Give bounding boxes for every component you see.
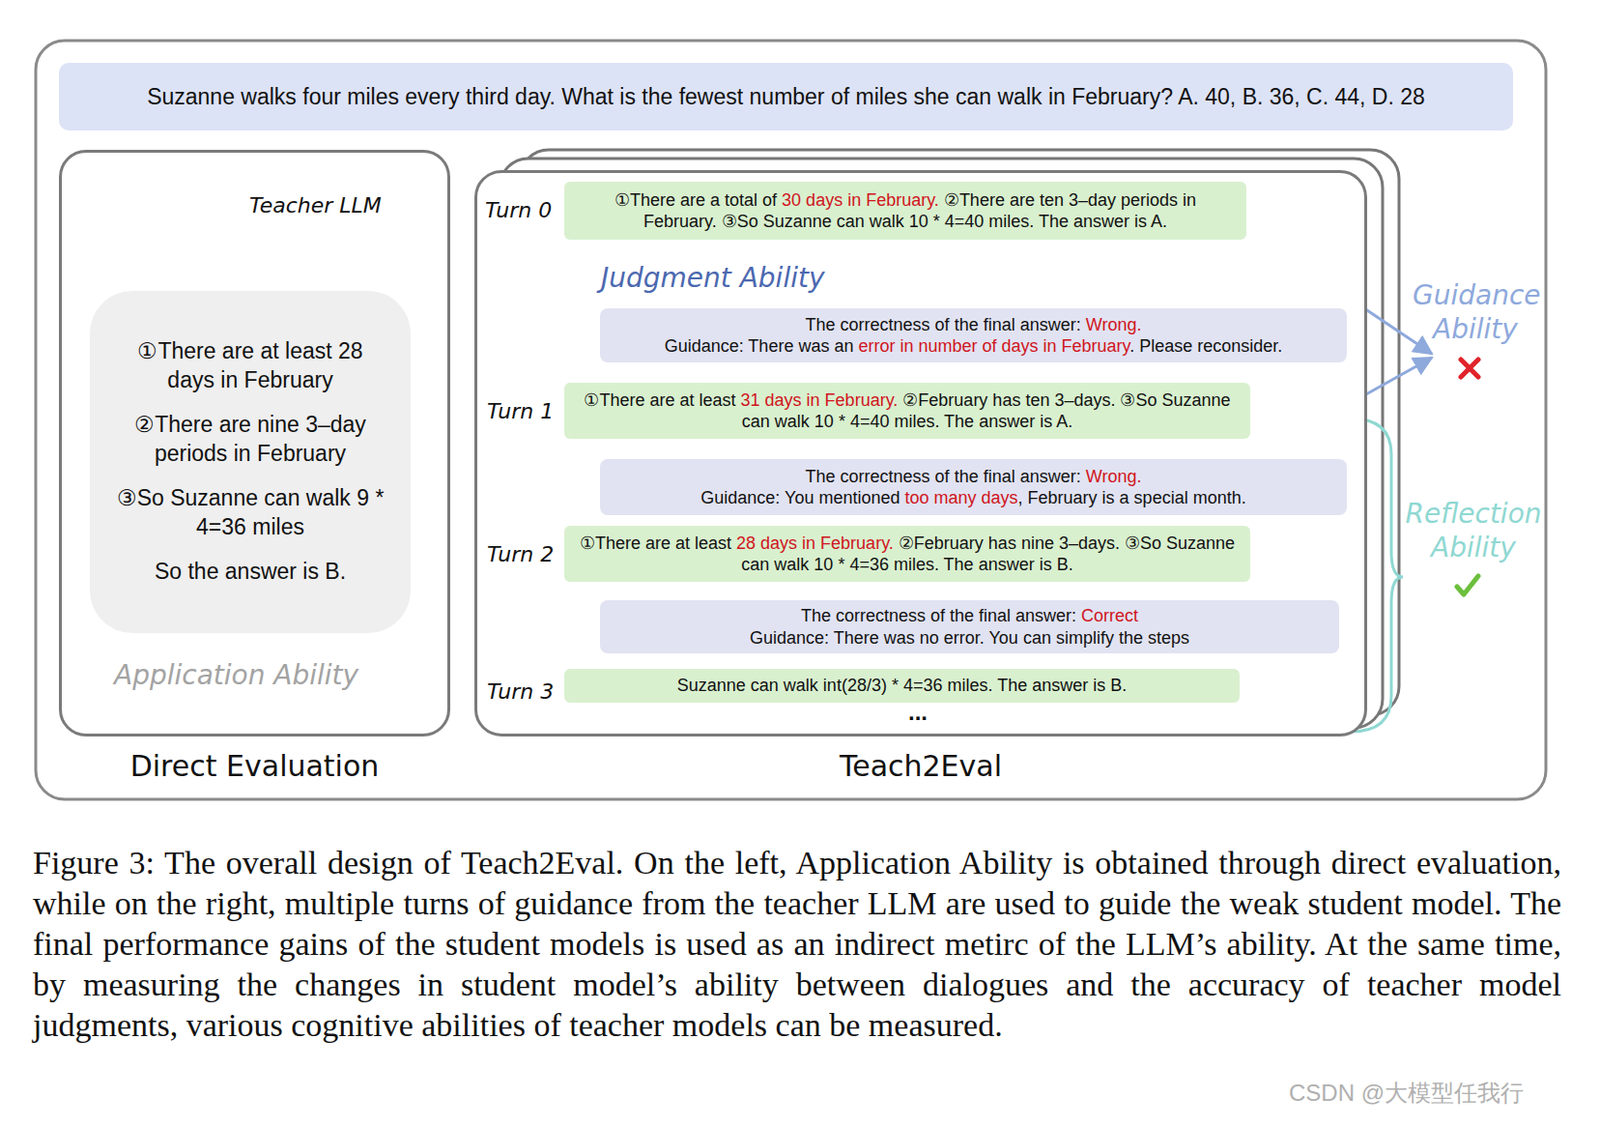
turn-label: Turn 0 — [485, 197, 552, 225]
body-text: . Please reconsider. — [1129, 336, 1283, 356]
text-holder: ①There are at least28 days in February.②… — [577, 532, 1237, 576]
text-holder: The correctness of the final answer:Wron… — [664, 314, 1284, 358]
text-box: Suzanne can walk int(28/3) * 4=36 miles.… — [564, 668, 1240, 703]
text-line: ①There are at least28 days in February.②… — [577, 532, 1237, 576]
watermark: CSDN @大模型任我行 — [1288, 1078, 1524, 1108]
body-text: The correctness of the final answer: — [800, 605, 1077, 626]
highlight-text: error in number of days in February — [857, 336, 1130, 356]
body-text: Suzanne walks four miles every third day… — [146, 84, 1426, 110]
highlight-text: 28 days in February. — [736, 533, 894, 553]
text-box: ①There are at least28 days in February.②… — [564, 525, 1251, 582]
text-line: Suzanne walks four miles every third day… — [146, 83, 1426, 112]
model-label: Teacher LLM — [249, 192, 382, 220]
body-text: Guidance: You mentioned — [700, 487, 900, 508]
panel-heading: Teach2Eval — [477, 748, 1365, 783]
highlight-text: Wrong. — [1085, 314, 1143, 335]
step-text: ②There are nine 3–day periods in Februar… — [113, 410, 388, 469]
ability-label: Guidance Ability — [1412, 278, 1539, 346]
highlight-text: 31 days in February. — [741, 390, 899, 410]
text-line: The correctness of the final answer:Wron… — [664, 314, 1284, 337]
text-line: Suzanne can walk int(28/3) * 4=36 miles.… — [677, 674, 1127, 697]
question-band: Suzanne walks four miles every third day… — [58, 62, 1514, 131]
body-text: Guidance: There was an — [664, 336, 855, 356]
step-text: ③So Suzanne can walk 9 * 4=36 miles — [113, 484, 388, 543]
text-holder: Suzanne walks four miles every third day… — [146, 83, 1426, 112]
panel-heading: Direct Evaluation — [61, 748, 448, 783]
body-text: Guidance: There was no error. You can si… — [749, 628, 1190, 648]
text-box: ①There are a total of30 days in February… — [564, 181, 1247, 240]
panel: Teach2Eval①There are a total of30 days i… — [474, 170, 1368, 737]
highlight-text: Correct — [1081, 605, 1139, 626]
body-text: ①There are at least — [579, 533, 732, 553]
cross-mark — [1460, 359, 1479, 377]
text-line: Guidance: You mentionedtoo many days, Fe… — [700, 486, 1246, 510]
body-text: Suzanne can walk int(28/3) * 4=36 miles.… — [677, 675, 1127, 695]
text-box: The correctness of the final answer:Wron… — [600, 458, 1347, 515]
text-holder: The correctness of the final answer:Wron… — [700, 465, 1246, 510]
body-text: The correctness of the final answer: — [805, 314, 1082, 335]
text-holder: The correctness of the final answer:Corr… — [749, 604, 1190, 649]
text-holder: ①There are at least 28 days in February ②… — [113, 321, 388, 601]
ellipsis: ... — [908, 697, 928, 727]
text-box: The correctness of the final answer:Corr… — [600, 600, 1340, 654]
text-box: The correctness of the final answer:Wron… — [600, 308, 1347, 363]
text-line: Guidance: There was no error. You can si… — [749, 627, 1190, 650]
text-holder: Suzanne can walk int(28/3) * 4=36 miles.… — [677, 674, 1127, 697]
text-line: ①There are at least31 days in February.②… — [577, 389, 1237, 433]
turn-label: Turn 1 — [486, 398, 554, 426]
body-text: The correctness of the final answer: — [805, 466, 1082, 486]
figure-caption: Figure 3: The overall design of Teach2Ev… — [32, 842, 1562, 1046]
text-holder: ①There are at least31 days in February.②… — [577, 389, 1237, 433]
body-text: ①There are a total of — [614, 190, 777, 210]
ability-label: Judgment Ability — [600, 260, 826, 295]
text-line: The correctness of the final answer:Wron… — [700, 465, 1246, 488]
ability-label: Reflection Ability — [1400, 496, 1546, 565]
turn-label: Turn 3 — [486, 678, 554, 706]
text-line: Guidance: There was anerror in number of… — [664, 335, 1284, 358]
body-text: , February is a special month. — [1018, 487, 1247, 508]
text-box: ①There are at least31 days in February.②… — [564, 382, 1251, 439]
step-text: ①There are at least 28 days in February — [113, 337, 388, 396]
text-holder: ①There are a total of30 days in February… — [577, 189, 1233, 233]
step-text: So the answer is B. — [113, 557, 388, 587]
highlight-text: Wrong. — [1085, 466, 1143, 486]
body-text: ①There are at least — [583, 390, 736, 410]
text-line: The correctness of the final answer:Corr… — [749, 604, 1190, 628]
turn-label: Turn 2 — [486, 541, 554, 569]
highlight-text: 30 days in February. — [781, 190, 940, 210]
check-mark — [1457, 575, 1479, 595]
panel: Direct Evaluation①There are at least 28 … — [58, 149, 451, 737]
outer-frame — [35, 40, 1546, 800]
ability-label: Application Ability — [114, 657, 359, 692]
highlight-text: too many days — [905, 487, 1019, 508]
text-box: ①There are at least 28 days in February ②… — [89, 290, 411, 633]
text-line: ①There are a total of30 days in February… — [577, 189, 1233, 233]
